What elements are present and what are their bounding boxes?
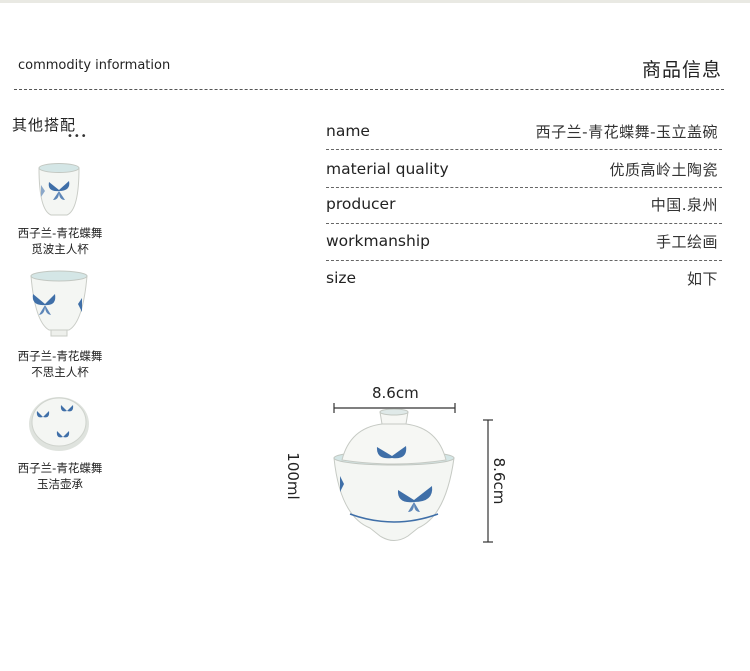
header-title-en: commodity information [18,58,171,73]
sidebar-item-2-line1: 西子兰-青花蝶舞 [17,349,103,363]
row-divider [326,223,722,224]
capacity-label: 100ml [284,452,302,500]
top-border [0,0,750,3]
row-divider [326,149,722,150]
spec-value: 优质高岭土陶瓷 [609,161,718,179]
sidebar-item-1-caption: 西子兰-青花蝶舞 觅波主人杯 [0,225,120,257]
spec-key: producer [326,195,396,213]
sidebar-dots: ••• [67,131,88,142]
butterfly-cup-icon[interactable] [33,160,85,222]
sidebar-item-3-caption: 西子兰-青花蝶舞 玉洁壶承 [0,460,120,492]
header-title-cn: 商品信息 [641,59,722,81]
butterfly-saucer-icon[interactable] [27,393,91,457]
sidebar-item-3-line2: 玉洁壶承 [37,477,83,491]
row-divider [326,187,722,188]
spec-key: material quality [326,160,449,178]
gaiwan-diagram [333,403,493,543]
butterfly-footed-cup-icon[interactable] [27,270,91,344]
sidebar-title: 其他搭配 [12,116,77,134]
sidebar-item-3-line1: 西子兰-青花蝶舞 [17,461,103,475]
sidebar-item-1-line2: 觅波主人杯 [31,242,89,256]
spec-key: name [326,122,370,140]
spec-key: size [326,269,357,287]
spec-value: 西子兰-青花蝶舞-玉立盖碗 [535,123,718,141]
sidebar-item-1-line1: 西子兰-青花蝶舞 [17,226,103,240]
spec-value: 如下 [686,270,718,288]
sidebar-item-2-caption: 西子兰-青花蝶舞 不思主人杯 [0,348,120,380]
row-divider [326,260,722,261]
width-label: 8.6cm [372,384,419,402]
spec-value: 手工绘画 [655,233,718,251]
spec-key: workmanship [326,232,430,250]
spec-value: 中国.泉州 [650,196,718,214]
sidebar-item-2-line2: 不思主人杯 [31,365,89,379]
header-divider [14,89,724,90]
